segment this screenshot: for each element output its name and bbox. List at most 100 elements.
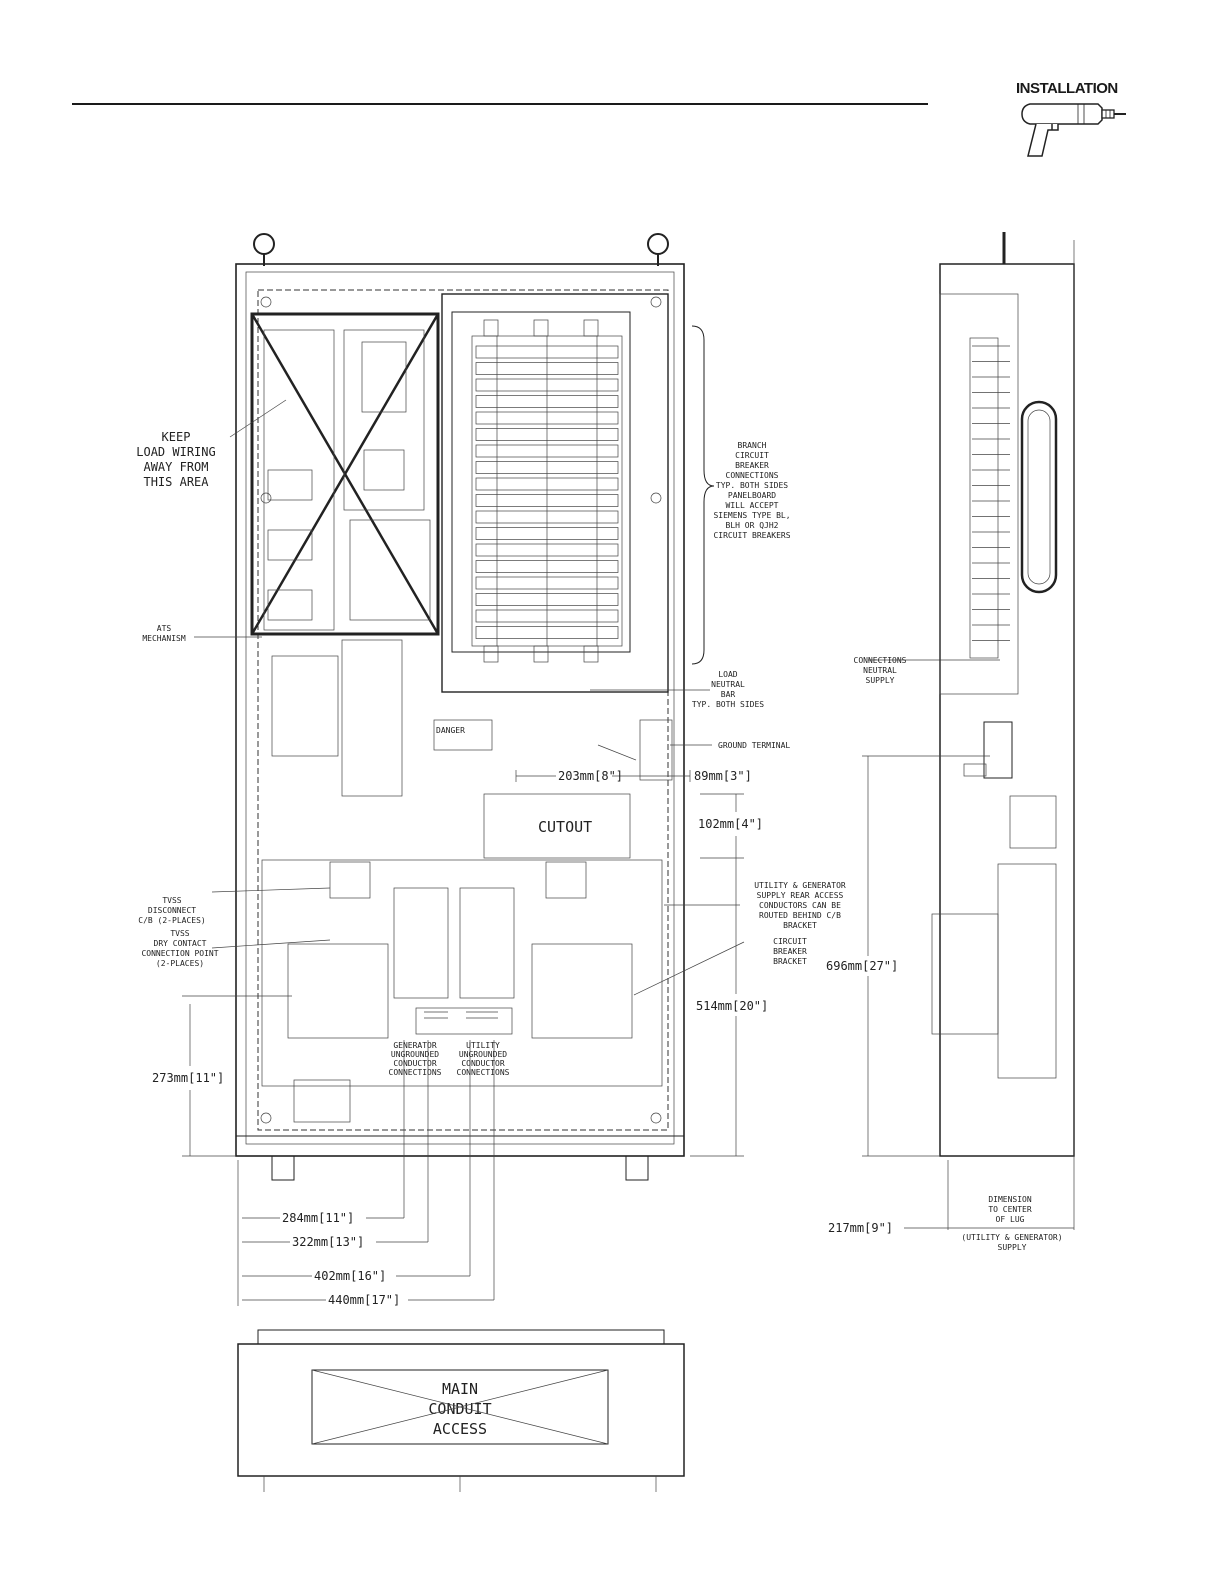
breaker-row (475, 411, 619, 425)
section-label: INSTALLATION (1016, 80, 1118, 97)
tvss2-line: DRY CONTACT (154, 939, 207, 948)
keep-line: THIS AREA (143, 475, 209, 489)
dim-203: 203mm[8"] (558, 769, 623, 783)
branch-line: BLH OR QJH2 (726, 521, 779, 530)
breaker-row (475, 593, 619, 606)
supply-line: SUPPLY (998, 1243, 1027, 1252)
breaker-row (475, 362, 619, 375)
supply-line: (UTILITY & GENERATOR) (961, 1233, 1062, 1242)
breaker-row (475, 444, 619, 458)
util-line: CONNECTIONS (457, 1068, 510, 1077)
cbb-line: BREAKER (773, 947, 807, 956)
branch-line: BRANCH (738, 441, 767, 450)
nsupply-line: CONNECTIONS (854, 656, 907, 665)
branch-line: CIRCUIT BREAKERS (713, 531, 790, 540)
conduit-line: CONDUIT (428, 1400, 491, 1418)
tvss2-line: TVSS (170, 929, 189, 938)
neutral-line: BAR (721, 690, 736, 699)
ats-line: MECHANISM (142, 634, 186, 643)
breaker-row (475, 510, 619, 524)
util-line: CONDUCTOR (461, 1059, 505, 1068)
lug-line: OF LUG (996, 1215, 1025, 1224)
branch-line: CIRCUIT (735, 451, 769, 460)
dim-322: 322mm[13"] (292, 1235, 364, 1249)
breaker-row (475, 626, 619, 639)
panelboard-breakers (471, 319, 623, 663)
front-view: DANGER CUTOUT (182, 233, 1000, 1306)
breaker-row (475, 527, 619, 540)
dim-402: 402mm[16"] (314, 1269, 386, 1283)
gen-line: GENERATOR (393, 1041, 437, 1050)
neutral-line: NEUTRAL (711, 680, 745, 689)
keep-line: AWAY FROM (143, 460, 208, 474)
gen-line: UNGROUNDED (391, 1050, 439, 1059)
breaker-row (475, 543, 619, 557)
keep-line: KEEP (162, 430, 191, 444)
dim-89: 89mm[3"] (694, 769, 752, 783)
branch-line: WILL ACCEPT (726, 501, 779, 510)
lug-line: TO CENTER (988, 1205, 1032, 1214)
tvss1-line: TVSS (162, 896, 181, 905)
keep-line: LOAD WIRING (136, 445, 215, 459)
tvss2-line: CONNECTION POINT (141, 949, 218, 958)
ground-terminal-label: GROUND TERMINAL (718, 741, 790, 750)
conduit-line: MAIN (442, 1380, 478, 1398)
branch-line: BREAKER (735, 461, 769, 470)
drill-icon (1021, 103, 1126, 157)
tvss2-line: (2-PLACES) (156, 959, 204, 968)
cbb-line: BRACKET (773, 957, 807, 966)
bottom-view (237, 1329, 685, 1492)
rear-line: SUPPLY REAR ACCESS (757, 891, 844, 900)
branch-line: TYP. BOTH SIDES (716, 481, 788, 490)
breaker-row (475, 461, 619, 474)
gen-line: CONDUCTOR (393, 1059, 437, 1068)
breaker-row (475, 428, 619, 441)
rear-line: UTILITY & GENERATOR (754, 881, 846, 890)
dim-514: 514mm[20"] (696, 999, 768, 1013)
dim-284: 284mm[11"] (282, 1211, 354, 1225)
gen-line: CONNECTIONS (389, 1068, 442, 1077)
util-line: UTILITY (466, 1041, 500, 1050)
breaker-row (475, 345, 619, 359)
lug-line: DIMENSION (988, 1195, 1032, 1204)
breaker-row (475, 494, 619, 507)
dim-217: 217mm[9"] (828, 1221, 893, 1235)
ats-line: ATS (157, 624, 172, 633)
dim-102: 102mm[4"] (698, 817, 763, 831)
danger-label: DANGER (436, 726, 465, 735)
cbb-line: CIRCUIT (773, 937, 807, 946)
breaker-row (475, 560, 619, 573)
tvss1-line: C/B (2-PLACES) (138, 916, 205, 925)
dim-273: 273mm[11"] (152, 1071, 224, 1085)
dim-440: 440mm[17"] (328, 1293, 400, 1307)
breaker-row (475, 378, 619, 392)
branch-line: CONNECTIONS (726, 471, 779, 480)
header-rule (72, 103, 928, 105)
branch-line: PANELBOARD (728, 491, 776, 500)
nsupply-line: NEUTRAL (863, 666, 897, 675)
dim-696: 696mm[27"] (826, 959, 898, 973)
neutral-line: LOAD (718, 670, 737, 679)
nsupply-line: SUPPLY (866, 676, 895, 685)
breaker-row (475, 576, 619, 590)
breaker-row (475, 395, 619, 408)
rear-line: BRACKET (783, 921, 817, 930)
rear-line: ROUTED BEHIND C/B (759, 911, 841, 920)
util-line: UNGROUNDED (459, 1050, 507, 1059)
tvss1-line: DISCONNECT (148, 906, 196, 915)
